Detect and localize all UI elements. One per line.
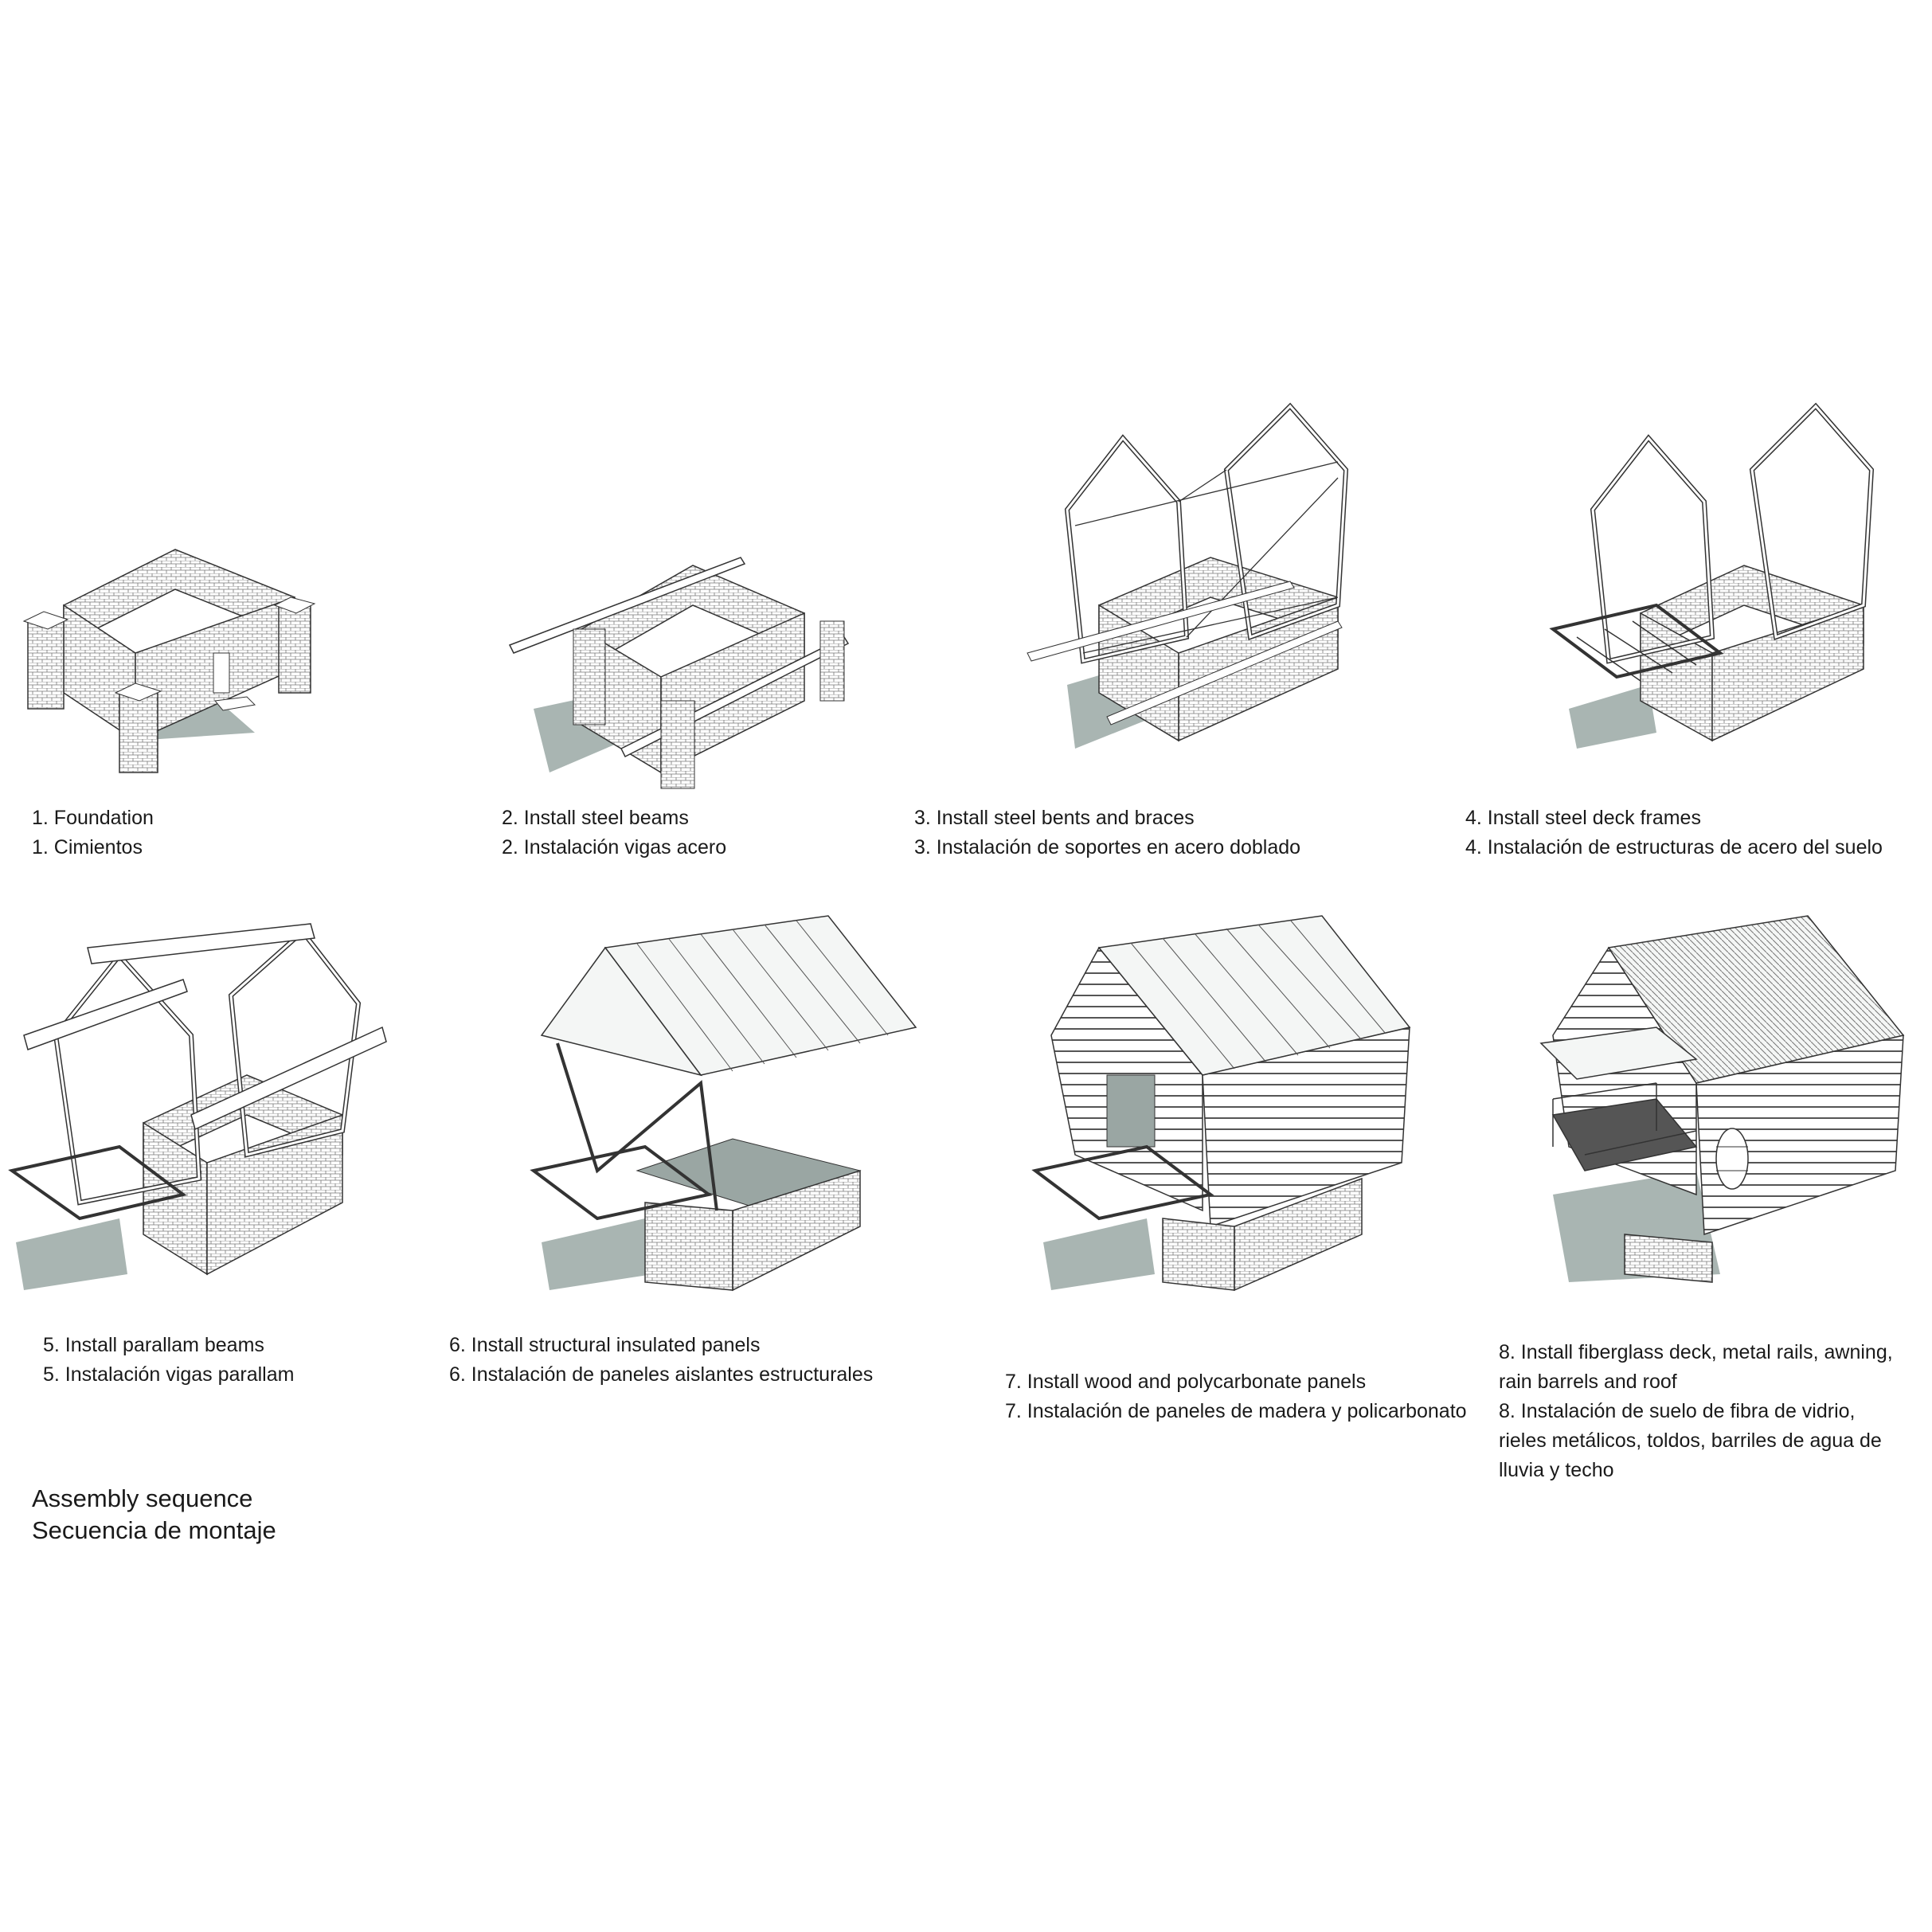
caption-step-6: 6. Install structural insulated panels 6… [449,1331,975,1390]
illustration-step-1-foundation [16,542,319,773]
caption-step-2: 2. Install steel beams 2. Instalación vi… [502,804,916,862]
illustration-step-5-parallam-beams [8,916,390,1290]
caption-es: 7. Instalación de paneles de madera y po… [1005,1400,1467,1422]
caption-en: 4. Install steel deck frames [1465,807,1701,829]
caption-es: 4. Instalación de estructuras de acero d… [1465,836,1883,858]
title-es: Secuencia de montaje [32,1516,276,1544]
caption-step-3: 3. Install steel bents and braces 3. Ins… [914,804,1432,862]
caption-step-1: 1. Foundation 1. Cimientos [32,804,446,862]
title-en: Assembly sequence [32,1484,253,1512]
caption-en: 8. Install fiberglass deck, metal rails,… [1499,1341,1893,1393]
caption-step-4: 4. Install steel deck frames 4. Instalac… [1465,804,1927,862]
caption-en: 2. Install steel beams [502,807,689,829]
diagram-title: Assembly sequence Secuencia de montaje [32,1483,276,1547]
caption-es: 6. Instalación de paneles aislantes estr… [449,1363,874,1386]
caption-en: 6. Install structural insulated panels [449,1334,761,1356]
caption-es: 3. Instalación de soportes en acero dobl… [914,836,1301,858]
caption-es: 2. Instalación vigas acero [502,836,727,858]
illustration-step-8-final-assembly [1537,908,1911,1290]
caption-step-8: 8. Install fiberglass deck, metal rails,… [1499,1338,1905,1485]
illustration-step-4-deck-frames [1545,398,1879,757]
caption-en: 7. Install wood and polycarbonate panels [1005,1371,1367,1393]
caption-es: 8. Instalación de suelo de fibra de vidr… [1499,1400,1882,1481]
illustration-step-7-wood-panels [1027,908,1418,1292]
rain-barrel [1715,1128,1749,1190]
caption-es: 5. Instalación vigas parallam [43,1363,295,1386]
caption-es: 1. Cimientos [32,836,143,858]
caption-en: 3. Install steel bents and braces [914,807,1195,829]
caption-step-7: 7. Install wood and polycarbonate panels… [1005,1367,1483,1426]
caption-en: 5. Install parallam beams [43,1334,264,1356]
illustration-step-6-sip-panels [526,908,924,1292]
caption-step-5: 5. Install parallam beams 5. Instalación… [43,1331,457,1390]
caption-en: 1. Foundation [32,807,154,829]
illustration-step-3-steel-bents [1019,398,1354,757]
illustration-step-2-steel-beams [502,542,852,789]
